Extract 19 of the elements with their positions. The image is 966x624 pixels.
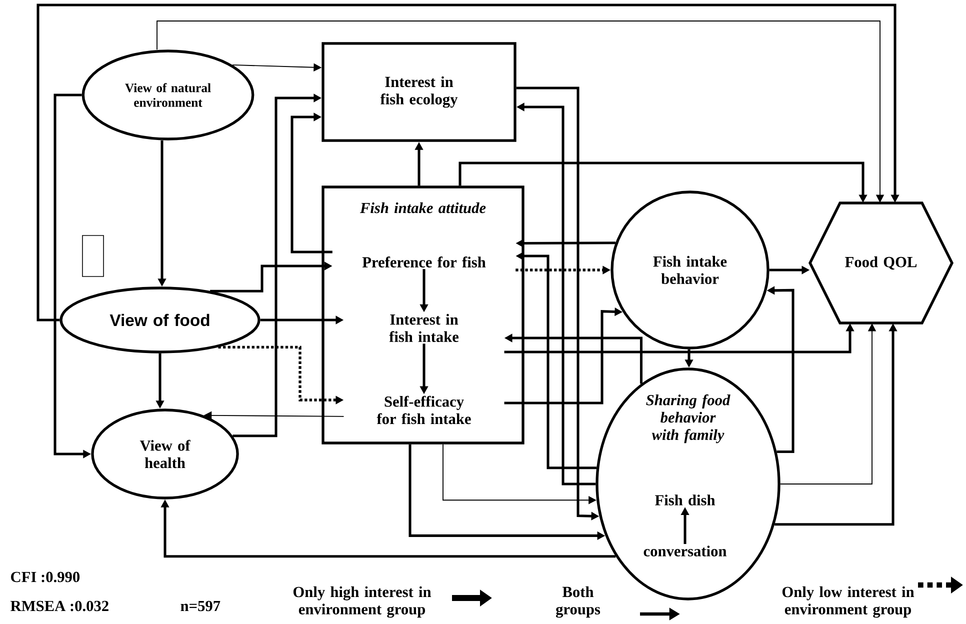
node-text: Preference for fish (362, 256, 486, 268)
circle-node: Fish intake behavior (610, 190, 770, 350)
statistic-label: n=597 (180, 600, 220, 612)
statistic-label: CFI :0.990 (11, 572, 80, 582)
ellipse-node: View of health (91, 408, 239, 500)
node-text: Fish dish (655, 494, 716, 506)
box-node: Interest in fish ecology (322, 42, 516, 142)
arrow (290, 112, 332, 254)
legend-text: Only high interest in environment group (293, 586, 432, 618)
legend-text: Only low interest in environment group (782, 586, 914, 618)
node-text: Self-efficacy for fish intake (376, 396, 471, 424)
ellipse-node: View of natural environment (82, 50, 254, 140)
statistic-label: RMSEA :0.032 (10, 600, 108, 612)
ellipse-node: View of food (60, 286, 260, 354)
node-text: conversation (644, 546, 727, 556)
empty-box (82, 235, 104, 277)
arrow (36, 4, 900, 322)
hexagon-node: Food QOL (808, 202, 954, 324)
node-text: Interest in fish intake (389, 314, 459, 342)
